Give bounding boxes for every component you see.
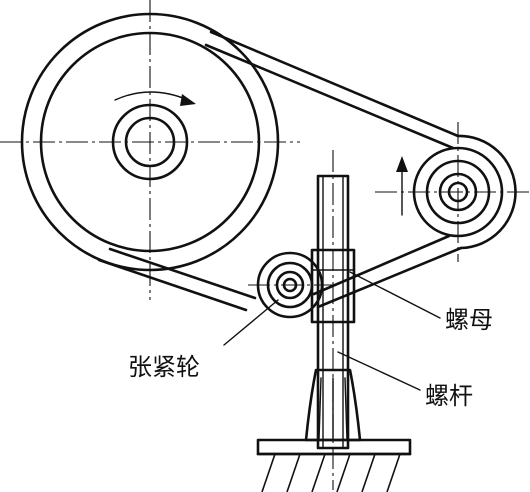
tensioner-pulley (256, 251, 324, 319)
driven-pulley (412, 146, 504, 238)
label-screw: 螺杆 (425, 382, 473, 410)
label-nut: 螺母 (445, 306, 493, 334)
leader-lines (223, 271, 441, 391)
base-support (256, 368, 412, 456)
rotation-arrow-icon (114, 91, 196, 106)
belt (97, 30, 517, 312)
driving-pulley (20, 12, 280, 272)
ground-hatching (256, 452, 412, 492)
label-tensioner: 张紧轮 (128, 353, 200, 381)
adjusting-screw (316, 174, 350, 450)
rotation-arrow-up-icon (396, 156, 408, 216)
